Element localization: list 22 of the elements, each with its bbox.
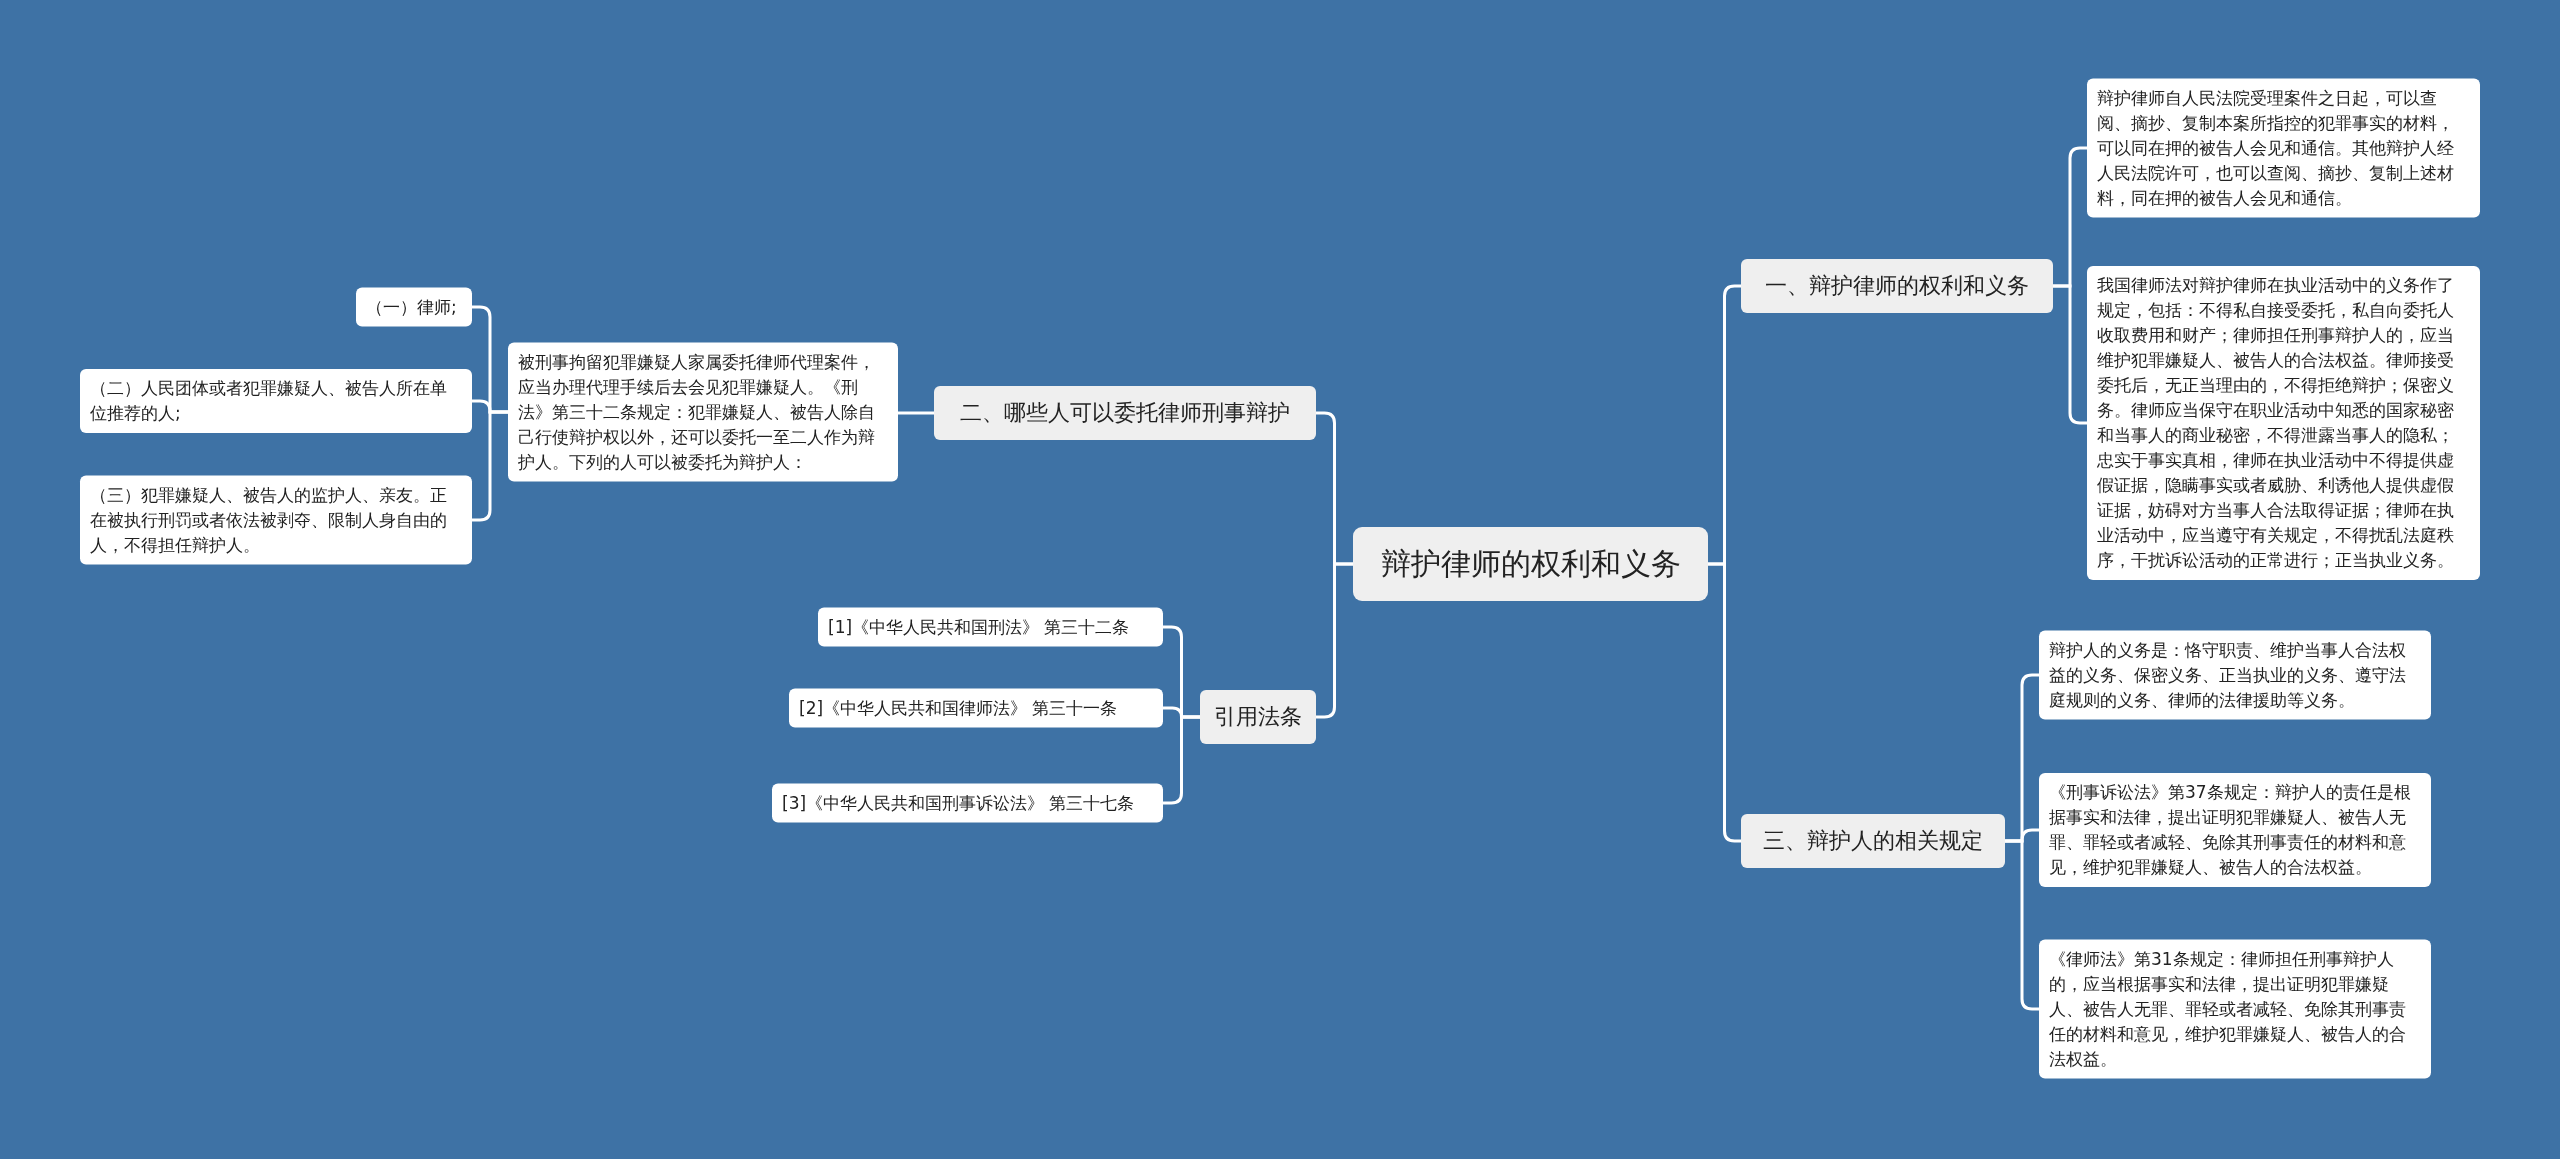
text-card: （一）律师; <box>356 287 472 327</box>
text-card: 《律师法》第31条规定：律师担任刑事辩护人的，应当根据事实和法律，提出证明犯罪嫌疑人、被告人无罪、罪轻或者减轻、免除其刑事责任的材料和意见，维护犯罪嫌疑人、被告人的合法权益。 <box>2039 939 2431 1079</box>
text-card: 被刑事拘留犯罪嫌疑人家属委托律师代理案件，应当办理代理手续后去会见犯罪嫌疑人。《刑法》第三十二条规定：犯罪嫌疑人、被告人除自己行使辩护权以外，还可以委托一至二人作为辩护人。下列的人可以被委托为辩护人： <box>508 342 898 482</box>
connector-line <box>1316 562 1353 719</box>
text-card: （二）人民团体或者犯罪嫌疑人、被告人所在单位推荐的人; <box>80 369 472 433</box>
text-card: [1]《中华人民共和国刑法》 第三十二条 <box>818 607 1163 647</box>
branch-box: 引用法条 <box>1200 690 1316 744</box>
branch-box: 一、辩护律师的权利和义务 <box>1741 259 2053 313</box>
text-card: [2]《中华人民共和国律师法》 第三十一条 <box>789 688 1163 728</box>
text-card: 我国律师法对辩护律师在执业活动中的义务作了规定，包括：不得私自接受委托，私自向委托人收取费用和财产；律师担任刑事辩护人的，应当维护犯罪嫌疑人、被告人的合法权益。律师接受委托后，无正当理由的，不得拒绝辩护；保密义务。律师应当保守在职业活动中知悉的国家秘密和当事人的商业秘密，不得泄露当事人的隐私；忠实于事实真相，律师在执业活动中不得提供虚假证据，隐瞒事实或者威胁、利诱他人提供虚假证据，妨碍对方当事人合法取得证据；律师在执业活动中，应当遵守有关规定，不得扰乱法庭秩序，干扰诉讼活动的正常进行；正当执业义务。 <box>2087 266 2480 580</box>
text-card: 辩护人的义务是：恪守职责、维护当事人合法权益的义务、保密义务、正当执业的义务、遵守法庭规则的义务、律师的法律援助等义务。 <box>2039 630 2431 720</box>
branch-box: 二、哪些人可以委托律师刑事辩护 <box>934 386 1316 440</box>
connector-line <box>898 411 934 415</box>
connector-line <box>472 410 508 522</box>
text-card: 辩护律师自人民法院受理案件之日起，可以查阅、摘抄、复制本案所指控的犯罪事实的材料，可以同在押的被告人会见和通信。其他辩护人经人民法院许可，也可以查阅、摘抄、复制上述材料，同在押的被告人会见和通信。 <box>2087 78 2480 218</box>
text-card: 《刑事诉讼法》第37条规定：辩护人的责任是根据事实和法律，提出证明犯罪嫌疑人、被告人无罪、罪轻或者减轻、免除其刑事责任的材料和意见，维护犯罪嫌疑人、被告人的合法权益。 <box>2039 773 2431 887</box>
topic-box: 辩护律师的权利和义务 <box>1353 527 1708 601</box>
text-card: （三）犯罪嫌疑人、被告人的监护人、亲友。正在被执行刑罚或者依法被剥夺、限制人身自由的人，不得担任辩护人。 <box>80 475 472 565</box>
connector-line <box>1708 562 1741 843</box>
branch-box: 三、辩护人的相关规定 <box>1741 814 2005 868</box>
text-card: [3]《中华人民共和国刑事诉讼法》 第三十七条 <box>772 783 1163 823</box>
connector-line <box>1163 715 1200 805</box>
